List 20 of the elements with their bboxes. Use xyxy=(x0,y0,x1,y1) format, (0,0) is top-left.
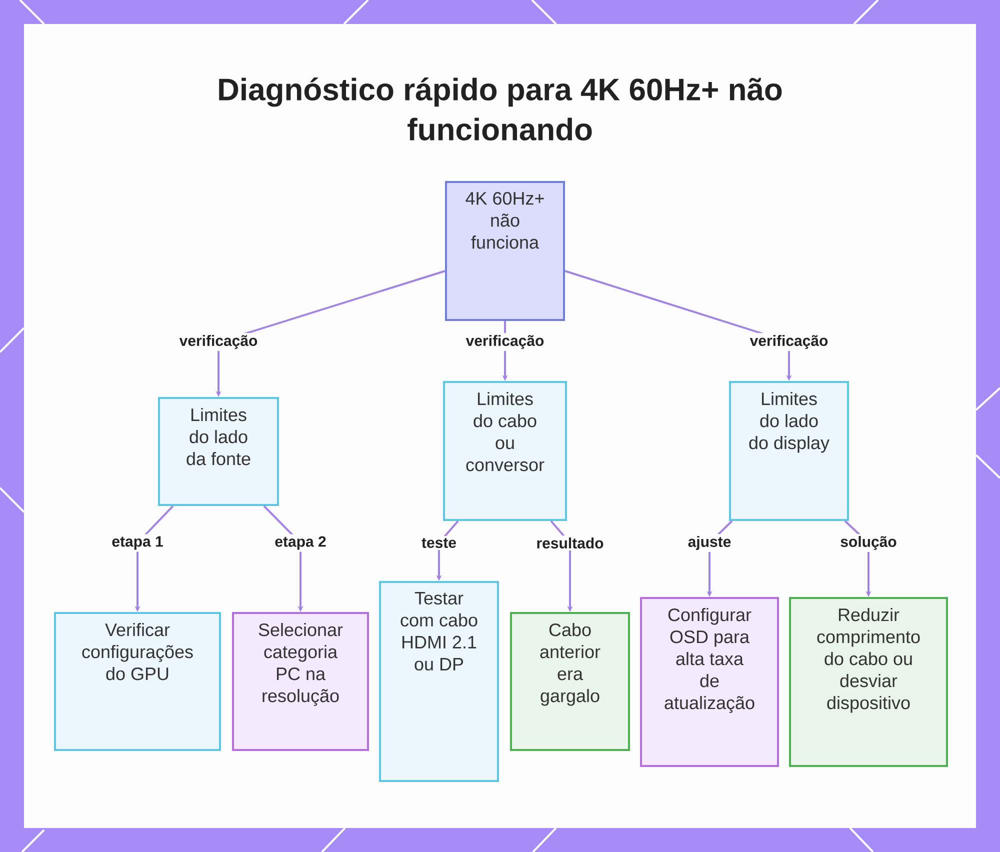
edge-label: verificação xyxy=(177,333,260,351)
process-box: Cabo anterior era gargalo xyxy=(510,612,630,751)
title: Diagnóstico rápido para 4K 60Hz+ não funcionando xyxy=(219,77,782,140)
process-box: Limites do lado do display xyxy=(729,381,849,521)
process-box: Testar com cabo HDMI 2.1 ou DP xyxy=(379,581,499,782)
edge-label: verificação xyxy=(464,333,546,351)
process-box: Configurar OSD para alta taxa de atualização xyxy=(640,597,779,767)
process-box: Limites do lado da fonte xyxy=(158,397,279,506)
edge-label: ajuste xyxy=(686,534,734,552)
process-box: Limites do cabo ou conversor xyxy=(443,381,567,521)
edge-label: solução xyxy=(838,534,899,552)
process-box: 4K 60Hz+ não funciona xyxy=(445,181,565,321)
process-box: Verificar configurações do GPU xyxy=(54,612,221,751)
process-box: Reduzir comprimento do cabo ou desviar dispositivo xyxy=(789,597,948,767)
edge-label: resultado xyxy=(534,536,606,550)
process-box: Selecionar categoria PC na resolução xyxy=(232,612,369,751)
edge-label: etapa 2 xyxy=(272,534,328,552)
edge-label: teste xyxy=(420,536,459,550)
edge-label: etapa 1 xyxy=(110,534,166,552)
edge-label: verificação xyxy=(748,333,830,351)
